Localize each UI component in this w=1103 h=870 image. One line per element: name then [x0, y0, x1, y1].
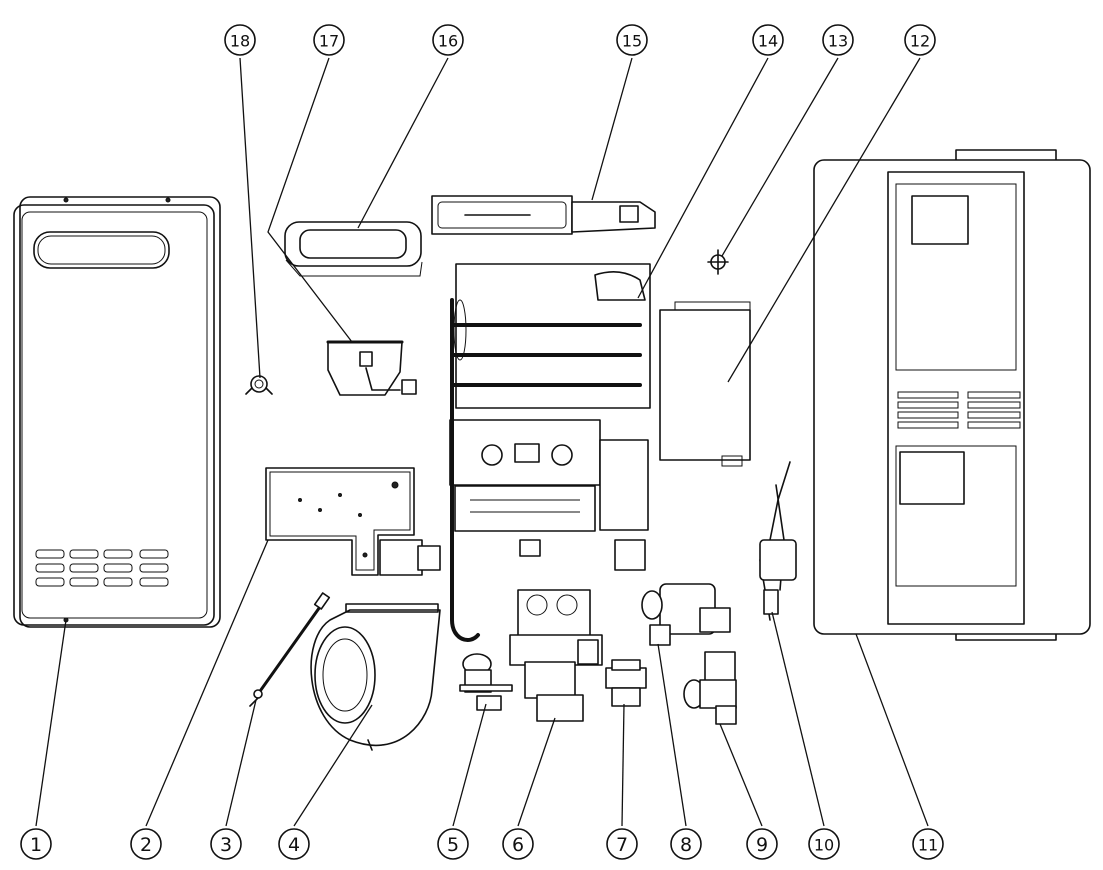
part-small-knob — [707, 249, 729, 275]
callout-10: 10 — [808, 828, 840, 860]
callout-3: 3 — [210, 828, 242, 860]
callout-16-label: 16 — [438, 32, 458, 51]
part-top-bracket — [431, 195, 656, 235]
callout-5-label: 5 — [447, 834, 459, 856]
part-fitting — [605, 659, 647, 707]
callout-16: 16 — [432, 24, 464, 56]
part-heat-exchanger — [449, 263, 651, 642]
callout-9-label: 9 — [756, 834, 768, 856]
part-back-casing — [813, 149, 1091, 641]
callout-2-label: 2 — [140, 834, 152, 856]
callout-1: 1 — [20, 828, 52, 860]
callout-1-label: 1 — [30, 834, 42, 856]
part-wire-harness — [759, 461, 797, 621]
part-control-board — [265, 467, 441, 576]
callout-18-label: 18 — [230, 32, 250, 51]
part-igniter-bracket — [326, 340, 417, 396]
callout-5: 5 — [437, 828, 469, 860]
callout-13-label: 13 — [828, 32, 848, 51]
callout-3-label: 3 — [220, 834, 232, 856]
callout-4-label: 4 — [288, 834, 300, 856]
part-front-cover — [13, 196, 221, 628]
part-connection-box — [659, 301, 751, 467]
callout-12-label: 12 — [910, 32, 930, 51]
part-small-valve — [459, 653, 513, 711]
callout-4: 4 — [278, 828, 310, 860]
leader-lines — [35, 57, 929, 827]
callout-14-label: 14 — [758, 32, 778, 51]
part-elbow-valve — [683, 651, 737, 725]
callout-13: 13 — [822, 24, 854, 56]
callout-15-label: 15 — [622, 32, 642, 51]
callout-7: 7 — [606, 828, 638, 860]
callout-15: 15 — [616, 24, 648, 56]
callout-6: 6 — [502, 828, 534, 860]
callout-12: 12 — [904, 24, 936, 56]
callout-10-label: 10 — [814, 836, 834, 855]
part-gas-valve — [509, 589, 603, 722]
callout-9: 9 — [746, 828, 778, 860]
part-blower-fan — [310, 603, 441, 751]
part-sensor-rod — [249, 592, 331, 707]
callout-2: 2 — [130, 828, 162, 860]
callout-17: 17 — [313, 24, 345, 56]
part-small-sensor — [245, 375, 273, 395]
callout-8-label: 8 — [680, 834, 692, 856]
callout-14: 14 — [752, 24, 784, 56]
callout-17-label: 17 — [319, 32, 339, 51]
callout-6-label: 6 — [512, 834, 524, 856]
callout-7-label: 7 — [616, 834, 628, 856]
callout-18: 18 — [224, 24, 256, 56]
part-water-valve — [641, 583, 731, 646]
callout-11: 11 — [912, 828, 944, 860]
callout-11-label: 11 — [918, 836, 938, 855]
callout-8: 8 — [670, 828, 702, 860]
part-gasket — [284, 221, 423, 277]
